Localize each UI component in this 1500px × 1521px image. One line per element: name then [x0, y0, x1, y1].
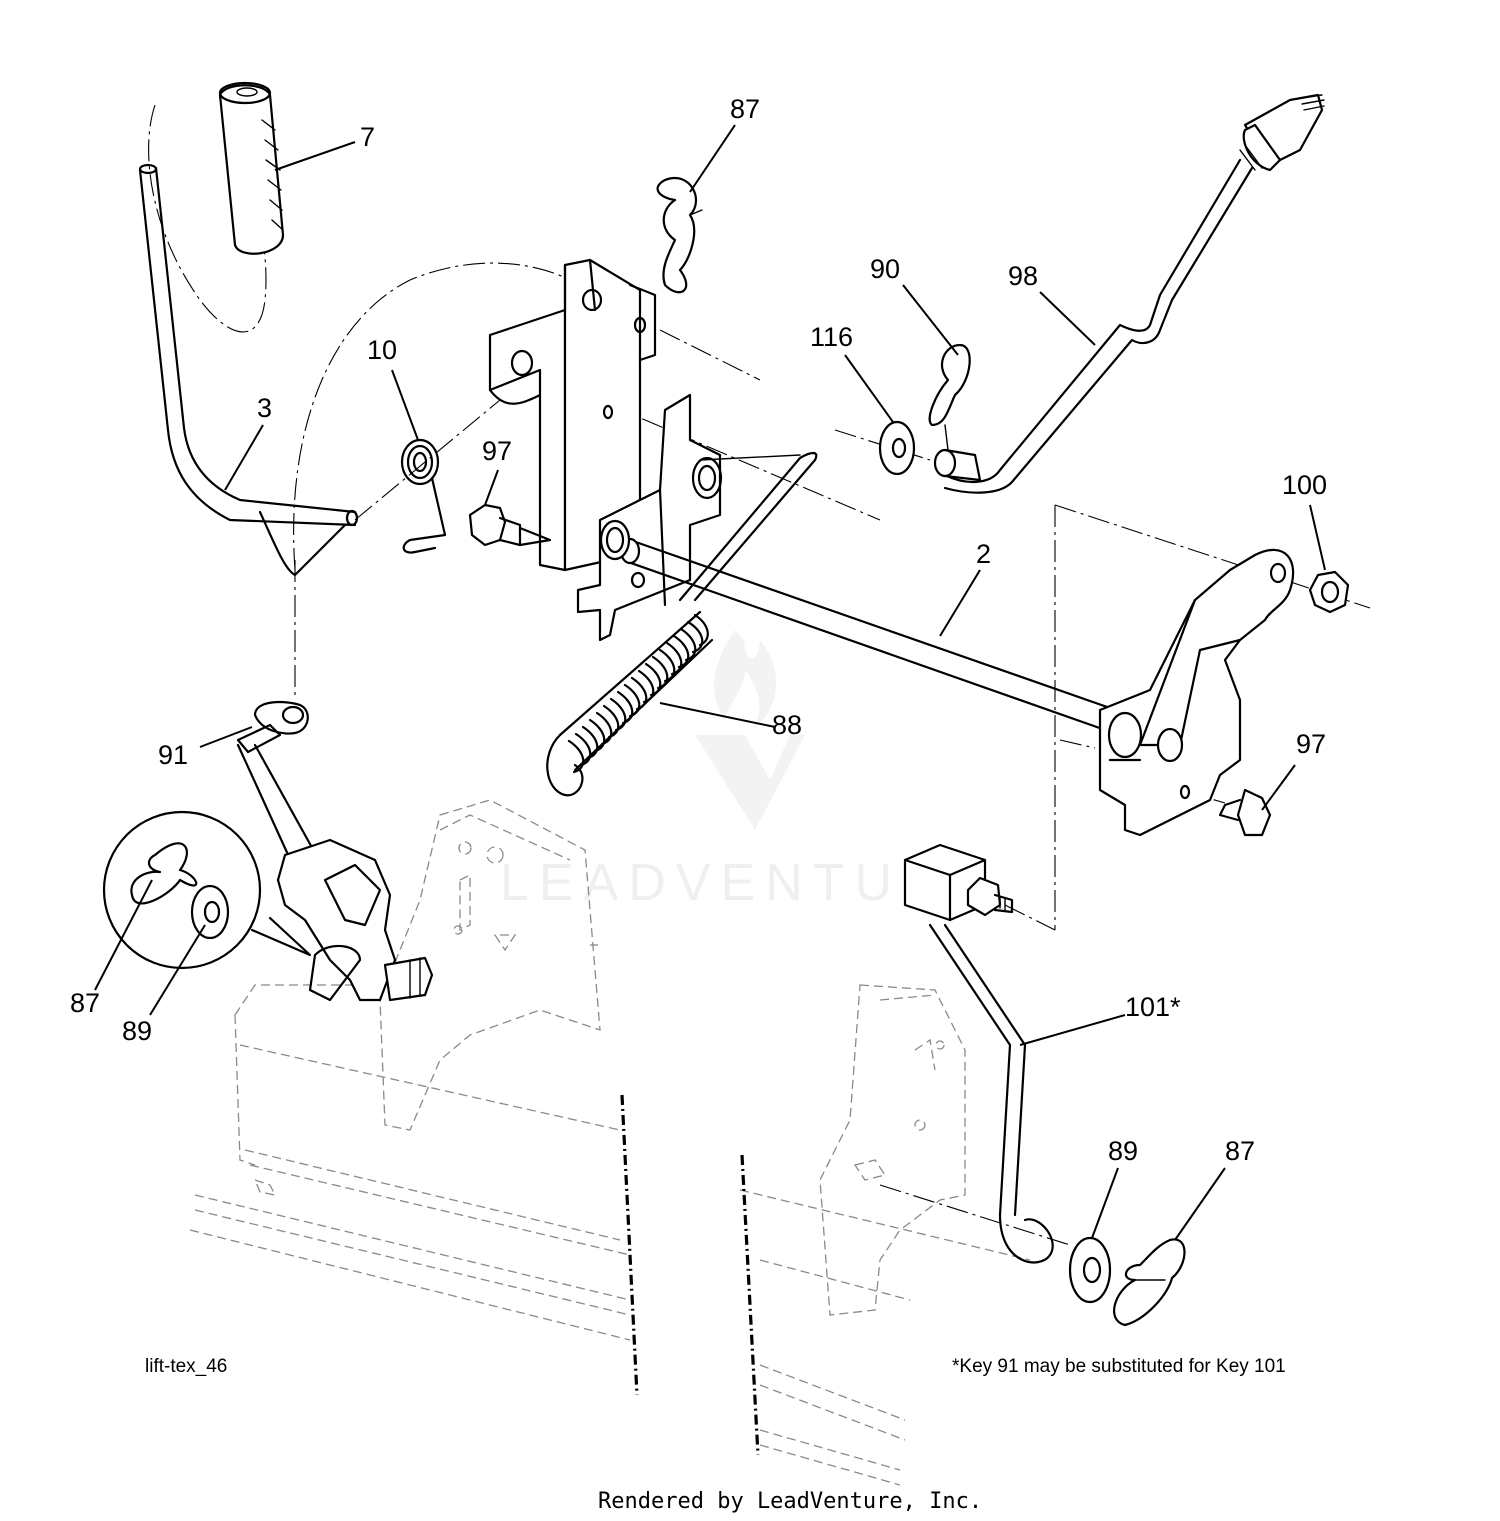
break-line-left	[620, 1094, 639, 1396]
callout-3: 3	[257, 393, 272, 423]
bolt-part-97-left	[468, 503, 552, 547]
link-rod-part-101	[903, 843, 1054, 1264]
callout-90: 90	[870, 254, 900, 284]
callout-100: 100	[1282, 470, 1327, 500]
callout-88: 88	[772, 710, 802, 740]
substitution-footnote: *Key 91 may be substituted for Key 101	[952, 1356, 1286, 1377]
callout-98: 98	[1008, 261, 1038, 291]
adjust-rod-part-98	[933, 93, 1325, 494]
lever-plate-center	[576, 393, 723, 642]
bolt-part-97-right	[1218, 788, 1272, 837]
leader-lines	[94, 124, 1326, 1241]
link-rod-part-91	[236, 700, 434, 1002]
callout-87-left: 87	[70, 988, 100, 1018]
hex-nut-part-100	[1308, 570, 1350, 614]
callout-97-left: 97	[482, 436, 512, 466]
callout-101: 101*	[1125, 992, 1181, 1022]
callout-87-right: 87	[1225, 1136, 1255, 1166]
washer-part-89-right	[1068, 1236, 1112, 1304]
callout-10: 10	[367, 335, 397, 365]
callout-7: 7	[360, 122, 375, 152]
callout-labels: 7 87 90 98 116 10 3 97 100 2 88 91 97 87…	[70, 94, 1327, 1166]
extension-spring-part-88	[546, 451, 818, 797]
rendered-by-credit: Rendered by LeadVenture, Inc.	[598, 1489, 982, 1514]
hairpin-clip-part-90	[928, 343, 971, 451]
figure-code: lift-tex_46	[145, 1356, 227, 1377]
detail-circle-left	[102, 810, 312, 970]
callout-116: 116	[810, 322, 853, 352]
torsion-spring-part-10	[400, 438, 447, 554]
callout-91: 91	[158, 740, 188, 770]
lift-handle-part-3	[138, 163, 359, 577]
grip-part-7	[218, 81, 285, 255]
mounting-bracket	[488, 258, 657, 572]
break-line-right	[740, 1154, 760, 1456]
callout-89-left: 89	[122, 1016, 152, 1046]
callout-2: 2	[976, 539, 991, 569]
lift-shaft-part-2	[599, 519, 1132, 740]
callout-89-right: 89	[1108, 1136, 1138, 1166]
watermark-text: LEADVENTURE	[500, 854, 994, 912]
assembly-centerlines	[148, 104, 1371, 1246]
washer-part-116	[878, 420, 916, 476]
callout-97-right: 97	[1296, 729, 1326, 759]
hairpin-clip-part-87-right	[1113, 1238, 1186, 1327]
leadventure-watermark: LEADVENTURE	[500, 630, 994, 912]
hairpin-clip-part-87-top	[656, 177, 703, 294]
callout-87-top: 87	[730, 94, 760, 124]
lever-arm-right	[1098, 548, 1295, 837]
